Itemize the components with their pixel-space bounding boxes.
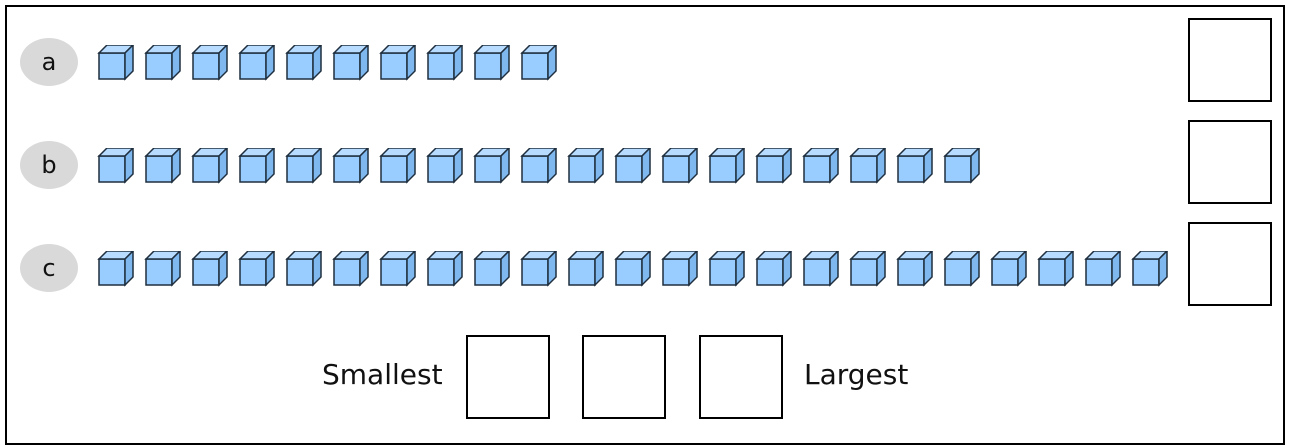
cube-icon: [896, 148, 934, 184]
cube-icon: [849, 148, 887, 184]
cube-icon: [144, 251, 182, 287]
cube-icon: [191, 148, 229, 184]
cube-icon: [238, 251, 276, 287]
cube-icon: [708, 251, 746, 287]
cube-row-b: [97, 148, 981, 184]
cube-icon: [285, 45, 323, 81]
cube-icon: [943, 148, 981, 184]
cube-icon: [520, 251, 558, 287]
cube-icon: [144, 148, 182, 184]
cube-icon: [708, 148, 746, 184]
smallest-label: Smallest: [322, 358, 443, 391]
row-label-c: c: [20, 244, 78, 292]
cube-icon: [97, 45, 135, 81]
cube-icon: [473, 45, 511, 81]
cube-icon: [661, 148, 699, 184]
cube-icon: [520, 45, 558, 81]
cube-icon: [97, 148, 135, 184]
cube-icon: [285, 148, 323, 184]
cube-icon: [896, 251, 934, 287]
cube-icon: [1131, 251, 1169, 287]
cube-icon: [661, 251, 699, 287]
cube-icon: [332, 251, 370, 287]
cube-row-a: [97, 45, 558, 81]
cube-icon: [379, 45, 417, 81]
cube-icon: [473, 251, 511, 287]
cube-icon: [191, 251, 229, 287]
row-label-b: b: [20, 141, 78, 189]
cube-icon: [332, 45, 370, 81]
cube-icon: [755, 251, 793, 287]
cube-icon: [567, 251, 605, 287]
cube-icon: [379, 251, 417, 287]
cube-icon: [755, 148, 793, 184]
answer-box-b[interactable]: [1188, 120, 1272, 204]
cube-icon: [614, 148, 652, 184]
row-label-a: a: [20, 38, 78, 86]
cube-icon: [426, 148, 464, 184]
cube-icon: [520, 148, 558, 184]
cube-icon: [191, 45, 229, 81]
cube-icon: [802, 251, 840, 287]
cube-icon: [1037, 251, 1075, 287]
order-box-1[interactable]: [466, 335, 550, 419]
cube-icon: [473, 148, 511, 184]
answer-box-c[interactable]: [1188, 222, 1272, 306]
cube-icon: [379, 148, 417, 184]
cube-icon: [238, 45, 276, 81]
cube-icon: [144, 45, 182, 81]
cube-icon: [614, 251, 652, 287]
cube-icon: [426, 45, 464, 81]
cube-icon: [285, 251, 323, 287]
order-box-2[interactable]: [582, 335, 666, 419]
cube-icon: [426, 251, 464, 287]
cube-icon: [990, 251, 1028, 287]
order-box-3[interactable]: [699, 335, 783, 419]
cube-icon: [849, 251, 887, 287]
answer-box-a[interactable]: [1188, 18, 1272, 102]
cube-icon: [238, 148, 276, 184]
cube-icon: [332, 148, 370, 184]
cube-icon: [943, 251, 981, 287]
largest-label: Largest: [804, 358, 909, 391]
cube-icon: [1084, 251, 1122, 287]
cube-icon: [802, 148, 840, 184]
cube-row-c: [97, 251, 1169, 287]
cube-icon: [97, 251, 135, 287]
cube-icon: [567, 148, 605, 184]
